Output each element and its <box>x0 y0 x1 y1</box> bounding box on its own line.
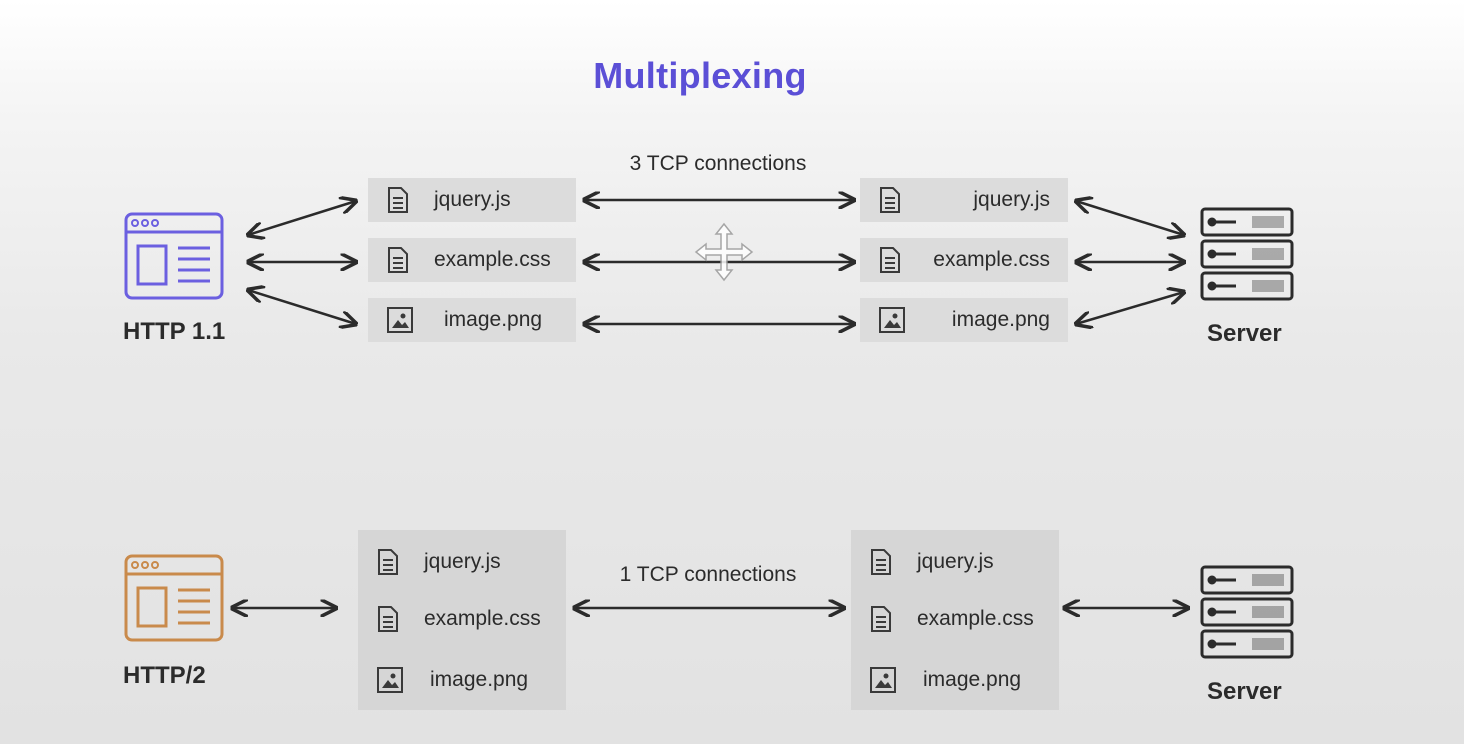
http11-label: HTTP 1.1 <box>123 318 226 345</box>
http11-connection-label: 3 TCP connections <box>629 152 807 175</box>
image-icon <box>376 666 403 694</box>
document-icon <box>869 548 893 576</box>
arrow <box>1076 292 1184 324</box>
file-name: jquery.js <box>434 188 511 211</box>
file-name: jquery.js <box>917 550 994 573</box>
http11-client-file-jquery: jquery.js <box>368 178 576 222</box>
list-item: jquery.js <box>869 542 994 582</box>
http2-server-label: Server <box>1207 678 1282 705</box>
file-name: jquery.js <box>424 550 501 573</box>
document-icon <box>386 246 410 274</box>
arrow <box>248 201 356 235</box>
list-item: image.png <box>376 660 528 700</box>
http11-server-file-jquery: jquery.js <box>860 178 1068 222</box>
http11-client-file-css: example.css <box>368 238 576 282</box>
image-icon <box>869 666 896 694</box>
http11-server-file-css: example.css <box>860 238 1068 282</box>
http2-label: HTTP/2 <box>123 662 206 689</box>
file-name: image.png <box>444 308 543 331</box>
http11-server-label: Server <box>1207 320 1282 347</box>
file-name: jquery.js <box>973 188 1050 211</box>
document-icon <box>869 605 893 633</box>
http2-connection-label: 1 TCP connections <box>619 563 797 586</box>
file-name: example.css <box>434 248 551 271</box>
document-icon <box>878 186 902 214</box>
server-icon-http2 <box>1200 564 1294 660</box>
file-name: image.png <box>923 668 1022 691</box>
browser-icon-http2 <box>124 554 224 642</box>
file-name: example.css <box>933 248 1050 271</box>
browser-icon-http11 <box>124 212 224 300</box>
image-icon <box>386 306 413 334</box>
list-item: image.png <box>869 660 1021 700</box>
list-item: jquery.js <box>376 542 501 582</box>
http11-client-file-image: image.png <box>368 298 576 342</box>
document-icon <box>376 605 400 633</box>
document-icon <box>376 548 400 576</box>
http2-server-file-group: jquery.js example.css image.png <box>851 530 1059 710</box>
file-name: image.png <box>951 308 1050 331</box>
file-name: example.css <box>917 607 1034 630</box>
list-item: example.css <box>869 599 1034 639</box>
arrow <box>248 290 356 324</box>
file-name: example.css <box>424 607 541 630</box>
file-name: image.png <box>430 668 529 691</box>
document-icon <box>878 246 902 274</box>
image-icon <box>878 306 905 334</box>
list-item: example.css <box>376 599 541 639</box>
move-cursor-icon <box>694 222 754 282</box>
arrow <box>1076 201 1184 235</box>
server-icon-http11 <box>1200 206 1294 302</box>
http11-server-file-image: image.png <box>860 298 1068 342</box>
document-icon <box>386 186 410 214</box>
diagram-title: Multiplexing <box>593 55 807 96</box>
http2-client-file-group: jquery.js example.css image.png <box>358 530 566 710</box>
